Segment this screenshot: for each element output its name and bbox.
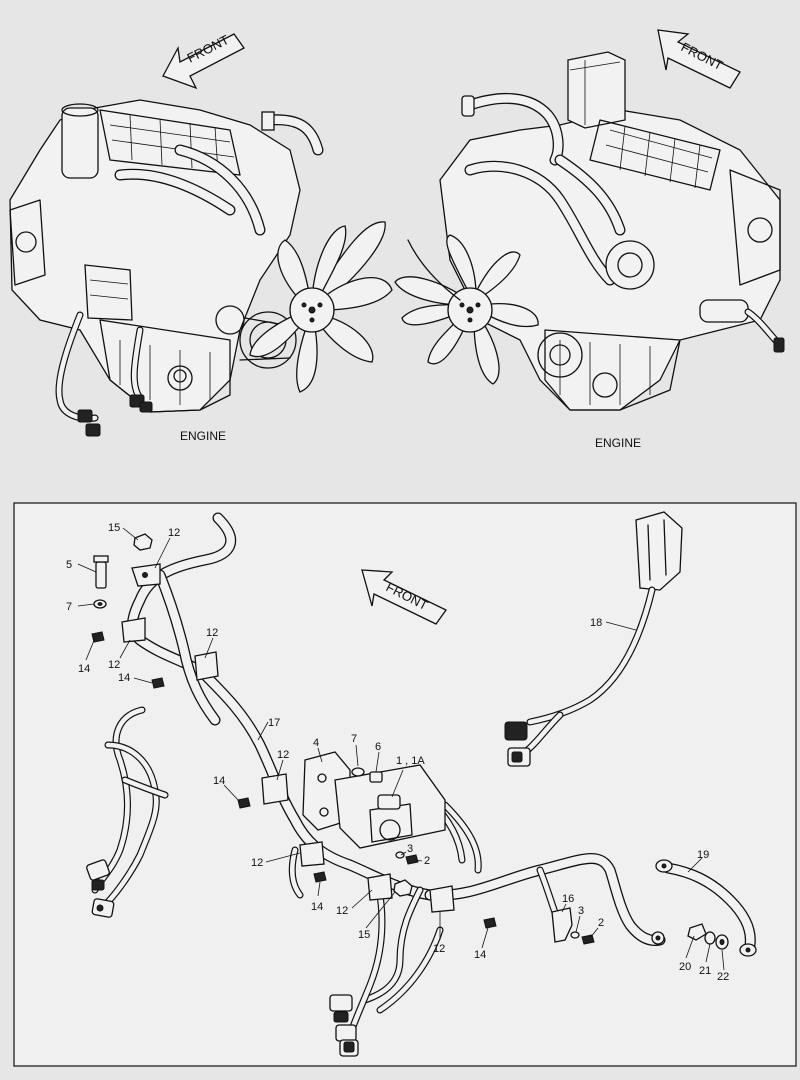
engine-view-left: ENGINE (9, 99, 393, 443)
callout-21: 21 (699, 965, 711, 977)
callout-2: 2 (598, 917, 604, 929)
callout-2: 2 (424, 855, 430, 867)
callout-14: 14 (474, 949, 486, 961)
callout-12: 12 (277, 749, 289, 761)
callout-12: 12 (433, 943, 445, 955)
callout-5: 5 (66, 559, 72, 571)
engine-view-right: ENGINE (394, 51, 785, 450)
callout-12: 12 (108, 659, 120, 671)
callout-14: 14 (78, 663, 90, 675)
callout-leaders (77, 527, 725, 971)
callout-18: 18 (590, 617, 602, 629)
callout-3: 3 (578, 905, 584, 917)
callout-3: 3 (407, 843, 413, 855)
engine-caption-left: ENGINE (180, 429, 226, 443)
callout-7: 7 (351, 733, 357, 745)
callout-14: 14 (213, 775, 225, 787)
callout-12: 12 (168, 527, 180, 539)
fan-left (249, 221, 393, 393)
callout-12: 12 (336, 905, 348, 917)
callout-19: 19 (697, 849, 709, 861)
hardware-bolts (91, 533, 497, 929)
callout-20: 20 (679, 961, 691, 973)
callout-4: 4 (313, 737, 319, 749)
callout-15: 15 (358, 929, 370, 941)
callout-1-1a: 1 , 1A (396, 755, 425, 767)
front-arrow-left: FRONT (162, 32, 245, 90)
cable-19 (655, 859, 757, 957)
front-arrow-right: FRONT (657, 29, 741, 89)
callout-12: 12 (251, 857, 263, 869)
callout-14: 14 (118, 672, 130, 684)
relay-bracket-assembly (302, 751, 446, 865)
callout-labels: 15 12 5 7 14 12 12 14 17 4 7 6 1 , 1A 12… (66, 522, 729, 983)
callout-6: 6 (375, 741, 381, 753)
callout-17: 17 (268, 717, 280, 729)
callout-16: 16 (562, 893, 574, 905)
callout-12: 12 (206, 627, 218, 639)
callout-22: 22 (717, 971, 729, 983)
engine-caption-right: ENGINE (595, 436, 641, 450)
cable-18 (504, 511, 683, 767)
clamp-group (121, 563, 455, 913)
callout-15: 15 (108, 522, 120, 534)
fan-right (394, 234, 539, 385)
callout-14: 14 (311, 901, 323, 913)
callout-7: 7 (66, 601, 72, 613)
